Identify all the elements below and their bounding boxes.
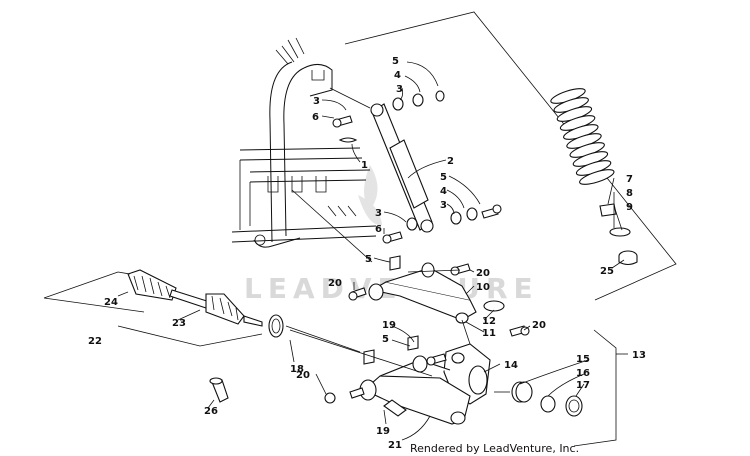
callout-25: 25	[600, 266, 614, 277]
callout-5: 5	[365, 254, 372, 265]
callout-17: 17	[576, 380, 590, 391]
callout-9: 9	[626, 202, 633, 213]
callout-26: 26	[204, 406, 218, 417]
axle-nut-26	[209, 377, 229, 403]
callout-3: 3	[313, 96, 320, 107]
lower-shock-hardware	[382, 204, 502, 244]
axle-group-bracket	[43, 271, 263, 347]
callout-3: 3	[375, 208, 382, 219]
callout-2: 2	[447, 156, 454, 167]
leader-lines	[117, 61, 628, 441]
callout-8: 8	[626, 188, 633, 199]
callout-19: 19	[382, 320, 396, 331]
callout-1: 1	[361, 160, 368, 171]
callout-15: 15	[576, 354, 590, 365]
callout-20: 20	[476, 268, 490, 279]
callout-4: 4	[394, 70, 401, 81]
callout-5: 5	[440, 172, 447, 183]
callout-5: 5	[382, 334, 389, 345]
callout-4: 4	[440, 186, 447, 197]
callout-13: 13	[632, 350, 646, 361]
cv-drive-axle	[127, 269, 284, 338]
callout-22: 22	[88, 336, 102, 347]
callout-3: 3	[440, 200, 447, 211]
callout-18: 18	[290, 364, 304, 375]
callout-21: 21	[388, 440, 402, 451]
callout-14: 14	[504, 360, 518, 371]
callout-3: 3	[396, 84, 403, 95]
callout-19: 19	[376, 426, 390, 437]
callout-20: 20	[328, 278, 342, 289]
spring-coil	[579, 169, 615, 185]
callout-16: 16	[576, 368, 590, 379]
coil-spring	[550, 88, 615, 185]
render-credit: Rendered by LeadVenture, Inc.	[410, 442, 579, 455]
callout-11: 11	[482, 328, 496, 339]
hub-group-bracket	[573, 329, 617, 447]
upper-shock-hardware	[332, 90, 445, 143]
assembly-lines	[285, 87, 510, 393]
callout-20: 20	[532, 320, 546, 331]
callout-7: 7	[626, 174, 633, 185]
shock-absorber	[370, 103, 434, 233]
callout-5: 5	[392, 56, 399, 67]
callout-20: 20	[296, 370, 310, 381]
callout-24: 24	[104, 297, 118, 308]
callout-6: 6	[375, 224, 382, 235]
callout-12: 12	[482, 316, 496, 327]
callout-labels: 5 4 3 3 6 1 2 5 4 3 3 6 5 20 20 10 12 11…	[88, 56, 646, 451]
lower-a-arm	[324, 325, 530, 425]
wheel-bearing-parts	[511, 381, 583, 417]
vehicle-frame	[231, 37, 377, 248]
spring-seat-parts	[599, 203, 638, 266]
callout-23: 23	[172, 318, 186, 329]
upper-a-arm	[348, 255, 505, 324]
callout-6: 6	[312, 112, 319, 123]
callout-10: 10	[476, 282, 490, 293]
